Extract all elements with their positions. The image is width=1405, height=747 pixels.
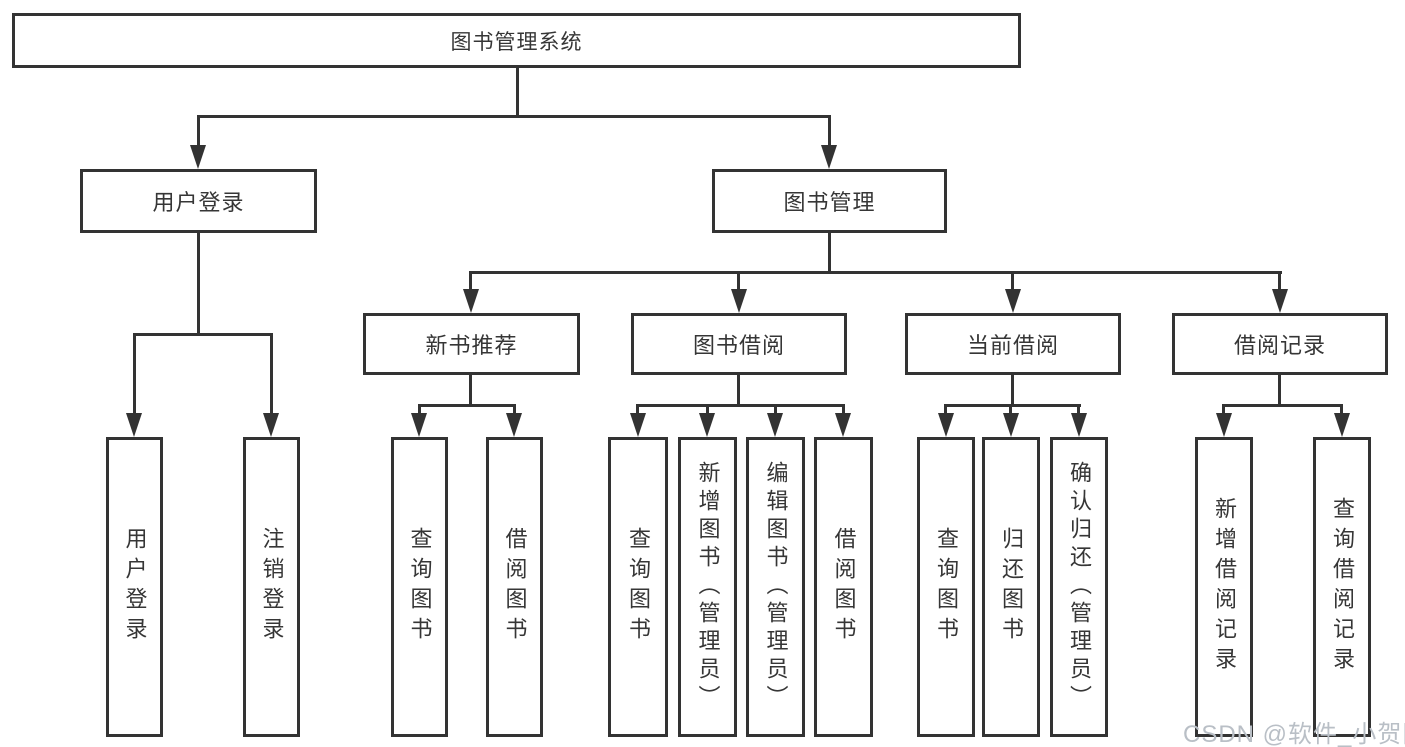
node-user-login-leaf: 用户登录 <box>106 437 163 737</box>
node-add-borrow-record: 新增借阅记录 <box>1195 437 1253 737</box>
connector-book-management-drop <box>828 116 831 148</box>
arrow-down-icon <box>835 413 851 437</box>
node-user-login: 用户登录 <box>80 169 317 233</box>
connector-current-borrowing-drop <box>1011 273 1014 291</box>
node-book-borrowing: 图书借阅 <box>631 313 847 375</box>
node-return-books: 归还图书 <box>982 437 1040 737</box>
node-edit-books-admin: 编辑图书（管理员） <box>746 437 805 737</box>
arrow-down-icon <box>821 145 837 169</box>
connector-drop <box>418 406 421 415</box>
arrow-down-icon <box>1334 413 1350 437</box>
node-borrow-books-borrowing: 借阅图书 <box>814 437 873 737</box>
connector-book-management-stem <box>828 233 831 274</box>
connector-drop <box>636 406 639 415</box>
connector-level2-rail <box>197 115 831 118</box>
connector-borrowing-records-drop <box>1278 273 1281 291</box>
node-add-books-admin: 新增图书（管理员） <box>678 437 737 737</box>
connector-new-book-rail <box>418 404 516 407</box>
connector-level3-rail <box>469 271 1282 274</box>
connector-book-borrowing-stem <box>737 375 740 407</box>
arrow-down-icon <box>731 289 747 313</box>
connector-book-borrowing-drop <box>737 273 740 291</box>
arrow-down-icon <box>630 413 646 437</box>
connector-root-stem <box>516 68 519 118</box>
node-query-books-borrowing: 查询图书 <box>608 437 668 737</box>
arrow-down-icon <box>1071 413 1087 437</box>
connector-drop <box>1222 406 1225 415</box>
arrow-down-icon <box>126 413 142 437</box>
arrow-down-icon <box>1003 413 1019 437</box>
connector-user-login-rail <box>133 333 273 336</box>
connector-book-borrowing-rail <box>636 404 845 407</box>
arrow-down-icon <box>506 413 522 437</box>
arrow-down-icon <box>463 289 479 313</box>
arrow-down-icon <box>263 413 279 437</box>
node-query-borrow-record: 查询借阅记录 <box>1313 437 1371 737</box>
connector-drop <box>1340 406 1343 415</box>
connector-current-borrowing-rail <box>944 404 1081 407</box>
node-query-books-recommend: 查询图书 <box>391 437 448 737</box>
node-library-system: 图书管理系统 <box>12 13 1021 68</box>
node-book-management: 图书管理 <box>712 169 947 233</box>
connector-drop <box>944 406 947 415</box>
connector-drop <box>513 406 516 415</box>
connector-user-login-leaf1-drop <box>133 335 136 415</box>
connector-drop <box>774 406 777 415</box>
arrow-down-icon <box>699 413 715 437</box>
node-current-borrowing: 当前借阅 <box>905 313 1121 375</box>
connector-new-book-stem <box>469 375 472 407</box>
arrow-down-icon <box>411 413 427 437</box>
arrow-down-icon <box>190 145 206 169</box>
csdn-watermark: CSDN @软件_小贺同学 <box>1183 721 1405 747</box>
arrow-down-icon <box>1272 289 1288 313</box>
node-borrowing-records: 借阅记录 <box>1172 313 1388 375</box>
node-confirm-return-admin: 确认归还（管理员） <box>1050 437 1108 737</box>
node-new-book-recommend: 新书推荐 <box>363 313 580 375</box>
node-query-books-current: 查询图书 <box>917 437 975 737</box>
connector-new-book-drop <box>469 273 472 291</box>
node-borrow-books-recommend: 借阅图书 <box>486 437 543 737</box>
connector-drop <box>1009 406 1012 415</box>
arrow-down-icon <box>1216 413 1232 437</box>
connector-borrowing-records-rail <box>1222 404 1343 407</box>
connector-user-login-drop <box>197 116 200 148</box>
connector-drop <box>1077 406 1080 415</box>
connector-current-borrowing-stem <box>1011 375 1014 407</box>
node-logout: 注销登录 <box>243 437 300 737</box>
connector-drop <box>842 406 845 415</box>
connector-borrowing-records-stem <box>1278 375 1281 407</box>
connector-user-login-stem <box>197 233 200 336</box>
arrow-down-icon <box>938 413 954 437</box>
connector-drop <box>706 406 709 415</box>
connector-user-login-leaf2-drop <box>270 335 273 415</box>
arrow-down-icon <box>1005 289 1021 313</box>
arrow-down-icon <box>767 413 783 437</box>
